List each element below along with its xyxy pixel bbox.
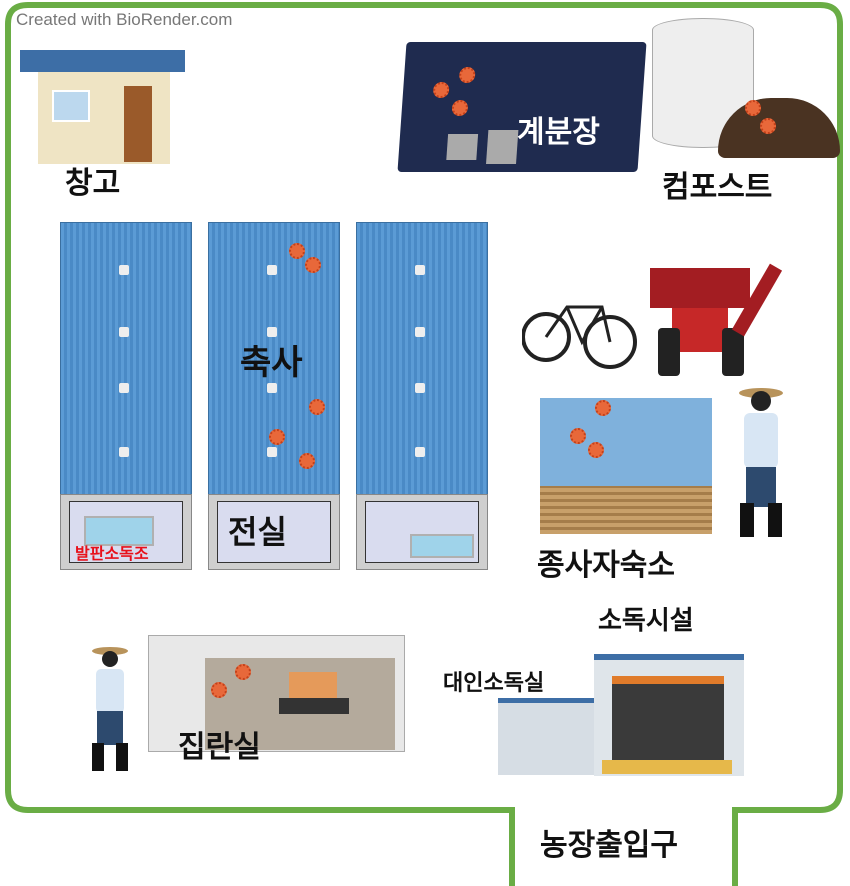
anteroom-3 [356, 494, 488, 570]
bicycle-icon [522, 305, 637, 369]
personnel-disinfection-label: 대인소독실 [443, 671, 545, 696]
manure-shed-label: 계분장 [517, 115, 600, 150]
barn-2 [208, 222, 340, 496]
disinfection-building [498, 640, 750, 776]
tractor [650, 263, 783, 378]
storage-building [20, 50, 185, 170]
barn-3 [356, 222, 488, 496]
staff-dormitory [540, 398, 712, 534]
egg-collection-room [148, 635, 405, 752]
anteroom-2 [208, 494, 340, 570]
farm-entrance-label: 농장출입구 [540, 828, 678, 863]
footbath-label: 발판소독조 [75, 544, 149, 563]
disinfection-facility-label: 소독시설 [598, 606, 694, 636]
egg-room-label: 집란실 [178, 730, 261, 765]
anteroom-label: 전실 [228, 513, 287, 551]
staff-dorm-label: 종사자숙소 [537, 548, 675, 583]
barn-label: 축사 [240, 343, 303, 383]
anteroom-1 [60, 494, 192, 570]
barn-1 [60, 222, 192, 496]
worker-figure [739, 388, 783, 537]
biorender-credit: Created with BioRender.com [16, 10, 233, 29]
compost-label: 컴포스트 [662, 170, 773, 205]
storage-label: 창고 [65, 166, 121, 201]
worker-figure-egg-room [92, 647, 128, 771]
